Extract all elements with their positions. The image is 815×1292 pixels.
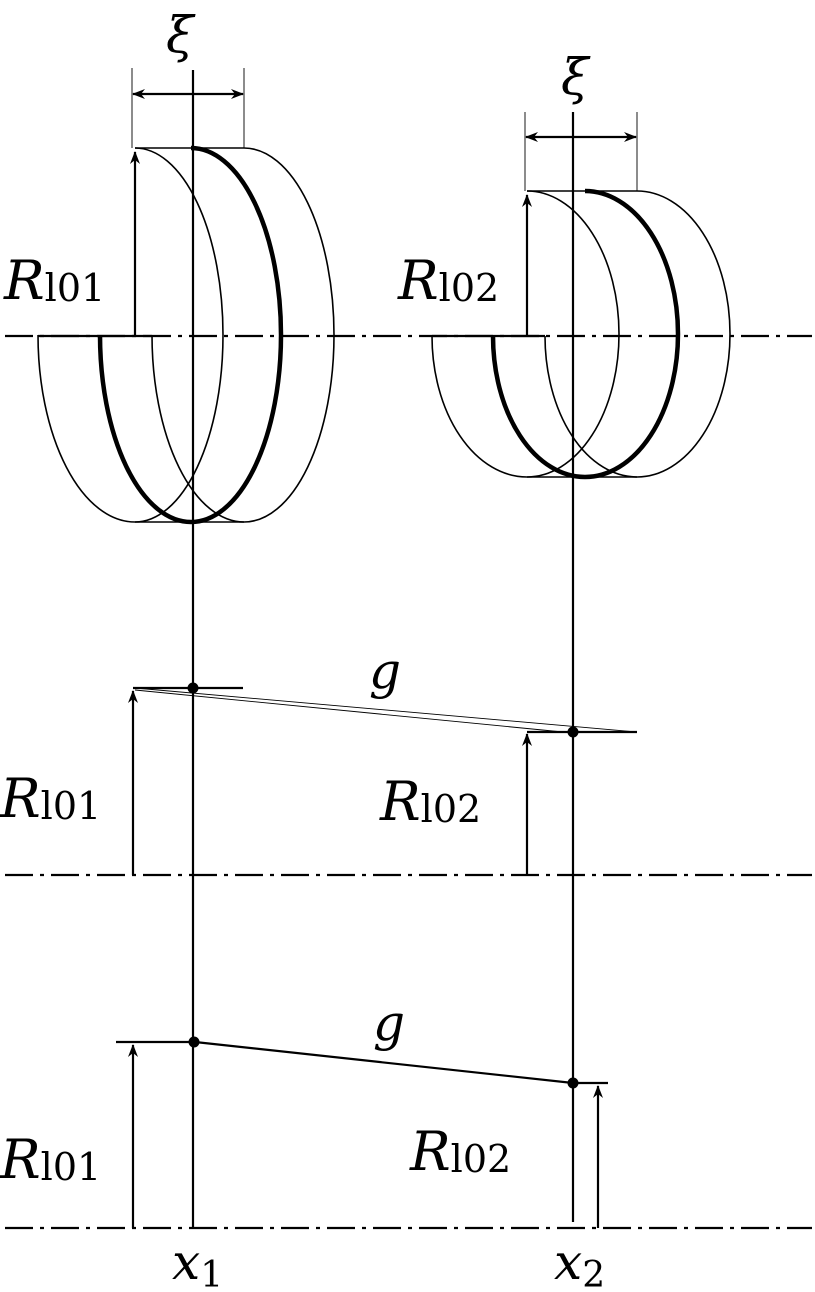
- ring-2-back-ellipse: [431, 190, 620, 478]
- label-r-l01-middle: Rl01: [0, 767, 101, 830]
- label-x2: x2: [554, 1233, 605, 1292]
- ring-2: [431, 188, 731, 480]
- bottom-g-label: g: [373, 994, 405, 1052]
- label-r-l01-bottom: Rl01: [0, 1128, 101, 1191]
- bottom-g-line: [194, 1040, 574, 1085]
- ring-1: [37, 145, 335, 525]
- label-r-l02-top: Rl02: [397, 249, 499, 312]
- bottom-point-2: [567, 1077, 579, 1089]
- label-r-l02-middle: Rl02: [379, 770, 481, 833]
- xi-label-1: ξ: [166, 6, 196, 64]
- xi-label-2: ξ: [561, 48, 591, 106]
- ring-2-center-ellipse: [490, 188, 681, 480]
- xi-dimension-2: ξ: [524, 48, 638, 191]
- middle-g-line-a: [134, 687, 638, 733]
- ring-1-center-ellipse: [97, 145, 284, 525]
- middle-g-label: g: [369, 642, 401, 700]
- bottom-point-1: [188, 1036, 200, 1048]
- label-r-l01-top: Rl01: [3, 249, 105, 312]
- middle-point-2: [567, 726, 579, 738]
- xi-dimension-1: ξ: [131, 6, 245, 148]
- middle-point-1: [187, 682, 199, 694]
- middle-section: g Rl01 Rl02: [0, 642, 638, 875]
- middle-g-line-b: [134, 689, 574, 734]
- ring-1-front-ellipse: [151, 147, 335, 523]
- bottom-section: g Rl01 Rl02: [0, 994, 608, 1228]
- label-r-l02-bottom: Rl02: [409, 1120, 511, 1183]
- label-x1: x1: [172, 1233, 223, 1292]
- ring-2-front-ellipse: [544, 190, 731, 478]
- ring-1-back-ellipse: [37, 147, 224, 523]
